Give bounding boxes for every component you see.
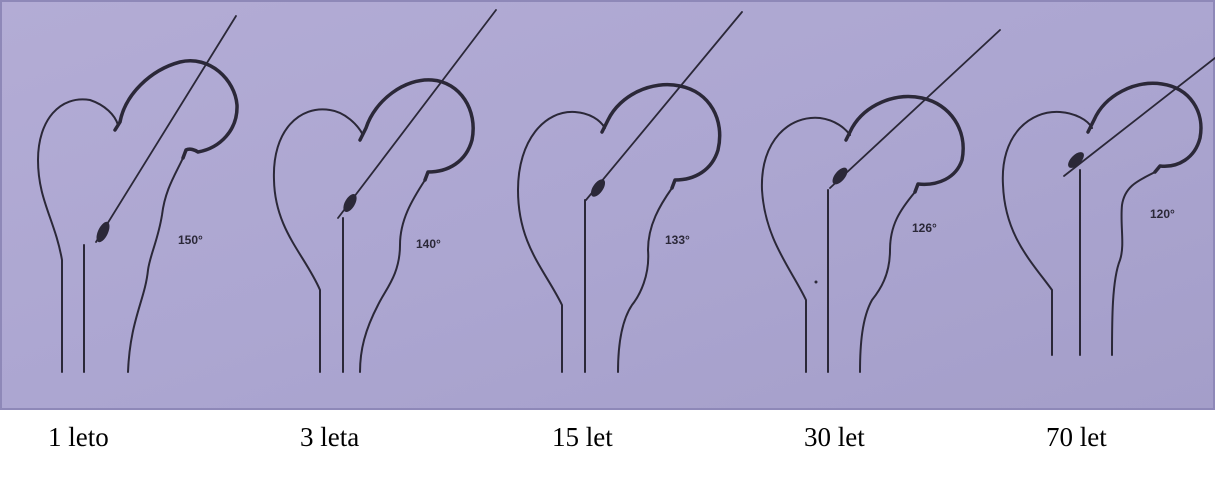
- caption-1-year: 1 leto: [48, 422, 109, 453]
- caption-15-years: 15 let: [552, 422, 613, 453]
- angle-label: 133°: [665, 233, 690, 247]
- caption-3-years: 3 leta: [300, 422, 359, 453]
- angle-label: 140°: [416, 237, 441, 251]
- speck: [815, 281, 818, 284]
- femur-diagram-photo: 150° 140° 133° 126°: [0, 0, 1215, 410]
- angle-label: 120°: [1150, 207, 1175, 221]
- angle-label: 126°: [912, 221, 937, 235]
- caption-30-years: 30 let: [804, 422, 865, 453]
- caption-70-years: 70 let: [1046, 422, 1107, 453]
- angle-label: 150°: [178, 233, 203, 247]
- caption-row: 1 leto 3 leta 15 let 30 let 70 let: [0, 410, 1215, 477]
